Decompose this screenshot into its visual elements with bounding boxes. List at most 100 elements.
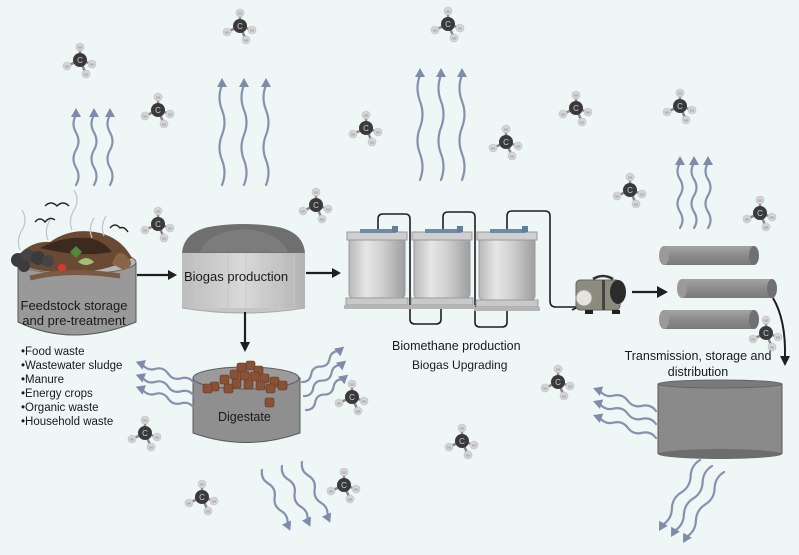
rising-gas-arrows-icon [659, 458, 702, 532]
svg-text:C: C [627, 186, 633, 195]
svg-text:C: C [763, 329, 769, 338]
svg-text:H: H [156, 209, 159, 214]
svg-text:H: H [143, 114, 146, 119]
pipe [377, 213, 442, 325]
svg-text:C: C [142, 429, 148, 438]
arrow-head-icon [240, 342, 250, 352]
rising-gas-arrows-icon [415, 68, 425, 182]
leaf-icon [70, 246, 82, 258]
manure-icon [112, 252, 132, 270]
rising-gas-arrows-icon [302, 360, 347, 398]
feedstock-label-line1: Feedstock storage [20, 298, 128, 313]
biogas-digester [181, 224, 306, 314]
svg-text:H: H [342, 470, 345, 475]
digestate-label: Digestate [218, 410, 271, 424]
compressor [571, 274, 626, 314]
fly-icon [109, 224, 129, 233]
pipe [442, 211, 508, 328]
svg-text:H: H [78, 45, 81, 50]
svg-text:C: C [555, 378, 561, 387]
rising-gas-arrows-icon [135, 385, 196, 410]
svg-text:H: H [510, 154, 513, 159]
svg-text:H: H [556, 367, 559, 372]
svg-text:H: H [200, 482, 203, 487]
svg-text:H: H [187, 501, 190, 506]
svg-text:H: H [491, 146, 494, 151]
svg-text:C: C [313, 201, 319, 210]
tank [344, 226, 410, 309]
svg-text:H: H [225, 30, 228, 35]
transmission-label-line1: Transmission, storage and [624, 349, 772, 363]
rising-gas-arrows-icon [89, 108, 99, 187]
arrow-head-icon [332, 268, 341, 278]
svg-text:H: H [665, 110, 668, 115]
feedstock-label-line2: and pre-treatment [22, 313, 126, 328]
fly-icon [34, 217, 56, 224]
gas-emissions [71, 68, 726, 544]
svg-text:H: H [561, 112, 564, 117]
svg-text:H: H [212, 499, 215, 504]
pipe [506, 210, 580, 308]
pipeline [659, 246, 759, 265]
svg-text:C: C [677, 102, 683, 111]
biomethane-production-label: Biomethane production [392, 339, 521, 353]
pipeline [659, 310, 759, 329]
svg-text:H: H [504, 127, 507, 132]
rising-gas-arrows-icon [671, 464, 714, 538]
rising-gas-arrows-icon [593, 399, 658, 426]
svg-text:H: H [447, 445, 450, 450]
rising-gas-arrows-icon [71, 108, 81, 187]
arrow-head-icon [657, 286, 668, 298]
flow-arrow [772, 297, 787, 359]
svg-text:H: H [65, 64, 68, 69]
rising-gas-arrows-icon [105, 108, 115, 187]
svg-text:H: H [301, 209, 304, 214]
svg-text:H: H [568, 384, 571, 389]
svg-text:H: H [326, 207, 329, 212]
svg-text:H: H [580, 120, 583, 125]
svg-text:H: H [162, 122, 165, 127]
svg-text:C: C [363, 124, 369, 133]
svg-text:H: H [149, 445, 152, 450]
svg-text:H: H [320, 217, 323, 222]
svg-text:H: H [168, 226, 171, 231]
transmission-label-line2: distribution [667, 365, 729, 379]
svg-text:C: C [445, 20, 451, 29]
arrow-head-icon [168, 270, 177, 280]
svg-text:H: H [770, 345, 773, 350]
odor-wisps [17, 189, 107, 251]
svg-text:H: H [758, 198, 761, 203]
svg-text:H: H [452, 36, 455, 41]
feedstock-inputs-list: •Food waste •Wastewater sludge •Manure •… [21, 345, 131, 429]
svg-text:H: H [458, 26, 461, 31]
svg-text:H: H [364, 113, 367, 118]
svg-text:H: H [574, 93, 577, 98]
list-item: •Manure [21, 374, 65, 386]
svg-text:H: H [156, 95, 159, 100]
svg-text:H: H [678, 91, 681, 96]
svg-text:H: H [362, 399, 365, 404]
svg-text:C: C [503, 138, 509, 147]
svg-text:H: H [155, 435, 158, 440]
rising-gas-arrows-icon [457, 68, 467, 182]
rising-gas-arrows-icon [683, 470, 726, 544]
svg-text:H: H [745, 217, 748, 222]
svg-text:H: H [615, 194, 618, 199]
svg-text:H: H [168, 112, 171, 117]
svg-text:H: H [628, 175, 631, 180]
rising-gas-arrows-icon [300, 346, 345, 384]
digestate-bin [192, 360, 301, 443]
gas-pipelines [659, 246, 777, 329]
